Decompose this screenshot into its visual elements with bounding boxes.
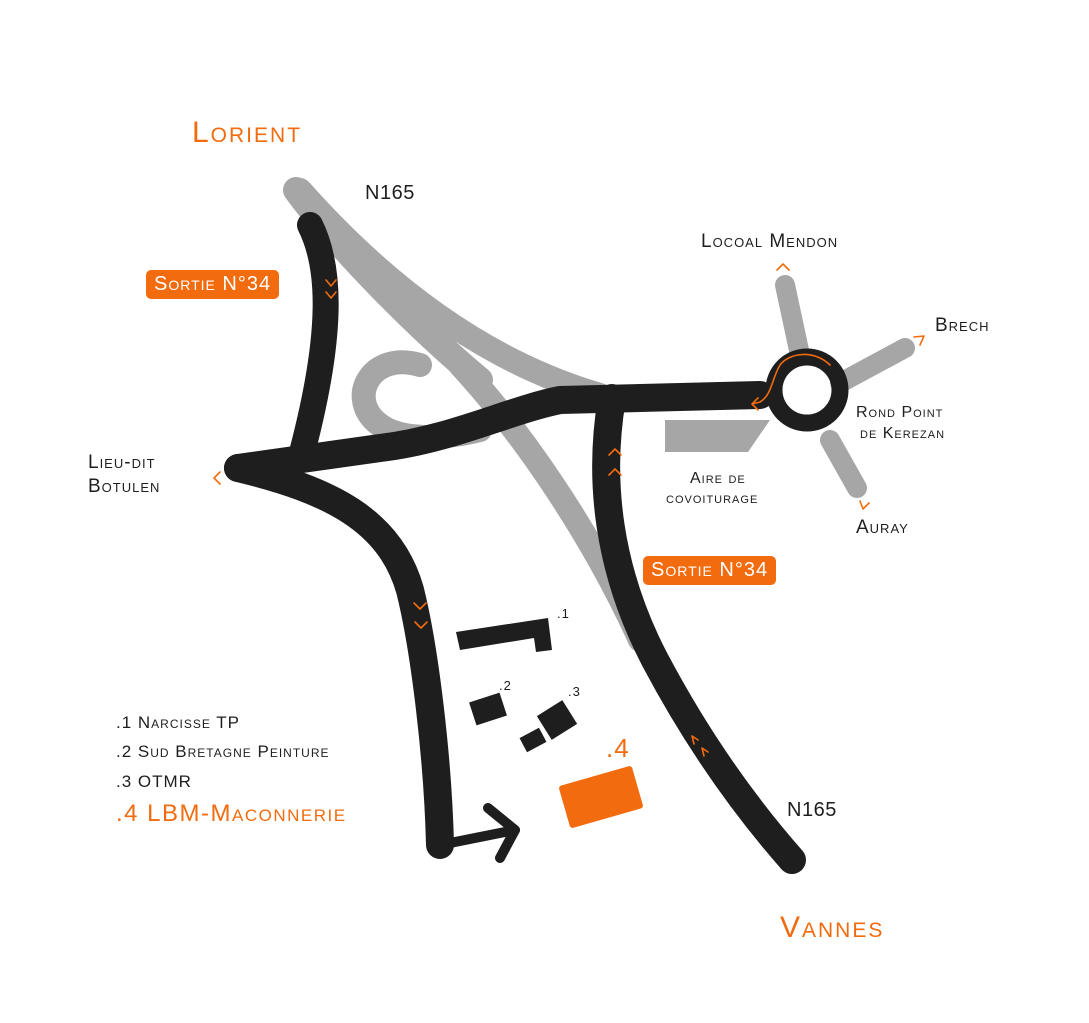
chevron-up-icon bbox=[608, 448, 622, 476]
legend-item-4-highlight: .4 LBM-Maconnerie bbox=[116, 800, 347, 827]
brech-road bbox=[830, 338, 915, 393]
roundabout-label-line1: Rond Point bbox=[856, 404, 944, 421]
legend-item-2: .2 Sud Bretagne Peinture bbox=[116, 742, 330, 761]
carpool-area bbox=[665, 420, 770, 452]
road-to-botulen bbox=[224, 381, 774, 482]
exit-badge-west: Sortie N°34 bbox=[146, 270, 280, 299]
exit-badge-east: Sortie N°34 bbox=[643, 556, 777, 585]
n165-overpass-curve bbox=[288, 178, 612, 407]
arrow-shaft bbox=[435, 825, 520, 850]
direction-chevrons bbox=[213, 263, 925, 757]
chevron-down-icon bbox=[325, 279, 337, 299]
chevron-left-icon bbox=[213, 471, 221, 485]
arrow-head bbox=[483, 803, 520, 863]
destination-auray: Auray bbox=[856, 517, 909, 538]
roundabout-route-arrow bbox=[751, 353, 831, 411]
destination-brech: Brech bbox=[935, 315, 990, 336]
city-lorient: Lorient bbox=[192, 116, 303, 149]
legend-item-3: .3 OTMR bbox=[116, 772, 192, 791]
destination-locoal-mendon: Locoal Mendon bbox=[701, 231, 839, 252]
carpool-label-line2: covoiturage bbox=[666, 490, 759, 507]
roundabout-center bbox=[783, 366, 831, 414]
local-road-layer bbox=[224, 212, 849, 874]
chevron-upright-icon bbox=[913, 335, 925, 346]
chevron-upleft-icon bbox=[691, 735, 709, 757]
destination-lieu-dit-line1: Lieu-dit bbox=[88, 452, 156, 473]
building-1 bbox=[456, 618, 552, 652]
buildings-layer bbox=[456, 618, 643, 828]
chevron-down-icon bbox=[859, 500, 870, 510]
legend-item-1: .1 Narcisse TP bbox=[116, 713, 240, 732]
east-exit-road bbox=[592, 384, 806, 874]
west-exit-ramp bbox=[287, 212, 339, 473]
destination-arrow bbox=[435, 803, 520, 863]
carpool-label-line1: Aire de bbox=[690, 470, 746, 487]
road-to-zone bbox=[224, 454, 454, 859]
road-label-n165-south: N165 bbox=[787, 799, 837, 821]
building-3-number: .3 bbox=[568, 684, 581, 699]
building-2 bbox=[469, 692, 507, 726]
destination-lieu-dit-line2: Botulen bbox=[88, 476, 161, 497]
building-3a bbox=[536, 700, 578, 740]
locoal-road bbox=[775, 275, 810, 365]
building-4-number: .4 bbox=[606, 733, 630, 763]
chevron-up-icon bbox=[776, 263, 790, 271]
auray-road bbox=[820, 430, 867, 498]
building-3b bbox=[519, 727, 547, 753]
roundabout-label-line2: de Kerezan bbox=[860, 425, 946, 442]
roundabout-ring bbox=[765, 348, 849, 432]
chevron-down-icon bbox=[413, 602, 428, 629]
building-4-lbm bbox=[559, 766, 643, 828]
city-vannes: Vannes bbox=[780, 911, 885, 944]
road-label-n165-north: N165 bbox=[365, 182, 415, 204]
building-1-number: .1 bbox=[557, 606, 570, 621]
building-2-number: .2 bbox=[499, 678, 512, 693]
